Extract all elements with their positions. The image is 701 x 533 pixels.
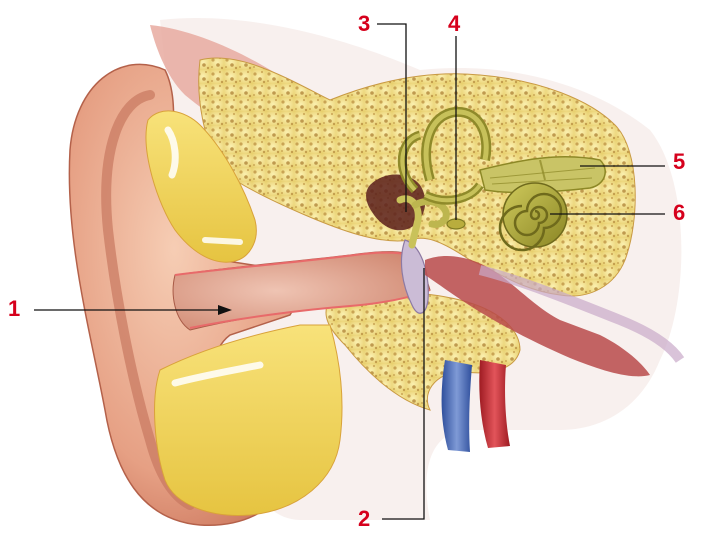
callout-label-3: 3: [358, 13, 370, 35]
stapes: [447, 219, 465, 229]
callout-label-4: 4: [448, 13, 460, 35]
vein: [442, 360, 472, 452]
callout-label-2: 2: [358, 508, 370, 530]
cochlea-body: [503, 183, 567, 247]
callout-label-6: 6: [673, 202, 685, 224]
callout-label-1: 1: [8, 298, 20, 320]
upper-cartilage-highlight-2: [205, 240, 240, 242]
callout-label-5: 5: [673, 151, 685, 173]
